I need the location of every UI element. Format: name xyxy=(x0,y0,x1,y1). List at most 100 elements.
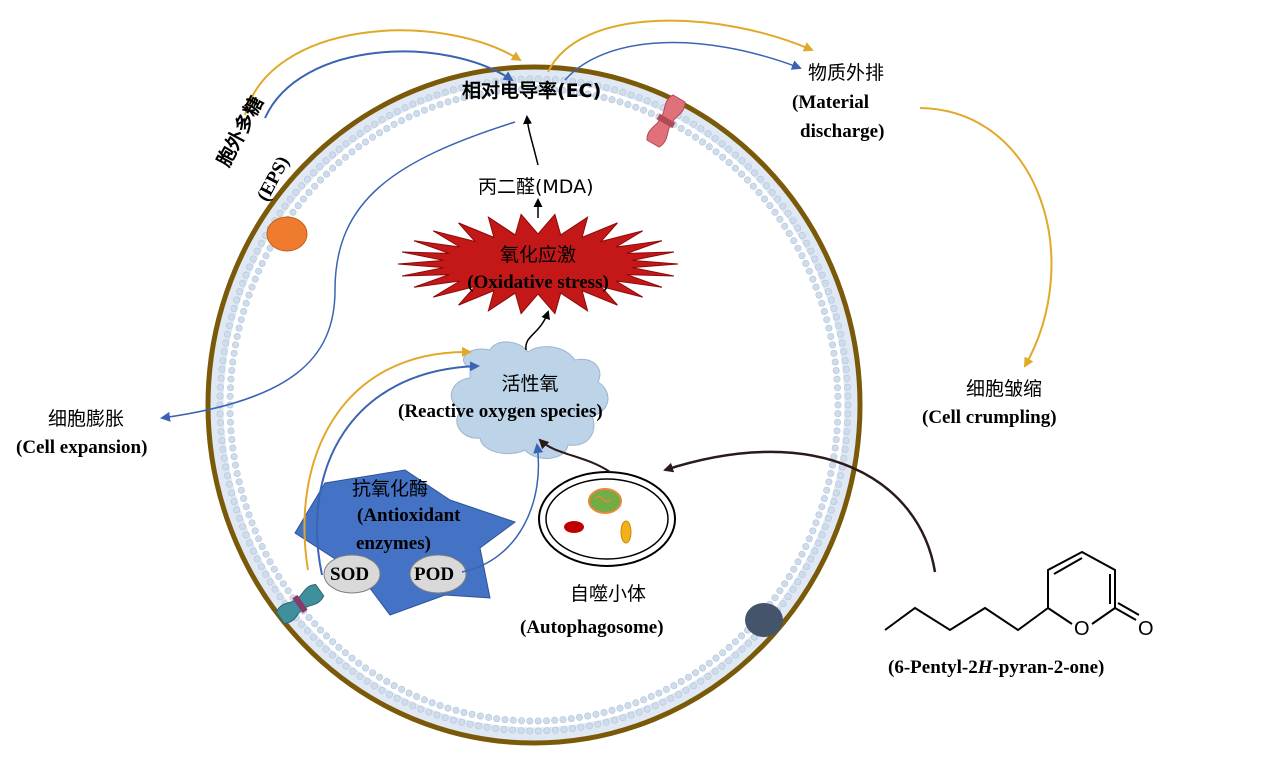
lipid-head xyxy=(398,117,406,125)
lipid-head xyxy=(843,428,851,436)
lipid-head xyxy=(376,129,384,137)
lipid-head xyxy=(691,669,699,677)
expansion-zh-label: 细胞膨胀 xyxy=(48,408,125,430)
eps-to-ec-gold-arrow xyxy=(244,29,522,116)
material-en-label-2: discharge) xyxy=(800,121,885,142)
lipid-head xyxy=(335,145,343,153)
lipid-head xyxy=(827,332,835,340)
lipid-head xyxy=(731,651,739,659)
lipid-head xyxy=(225,480,233,488)
lipid-head xyxy=(316,176,324,184)
antioxidant-zh-label: 抗氧化酶 xyxy=(352,478,429,500)
lipid-head xyxy=(830,497,838,505)
lipid-head xyxy=(731,638,739,646)
lipid-head xyxy=(433,91,441,99)
lipid-head xyxy=(811,547,819,555)
lipid-head xyxy=(303,627,311,635)
lipid-head xyxy=(476,712,484,720)
ec-to-material-blue-arrow xyxy=(564,41,802,81)
lipid-head xyxy=(771,594,779,602)
lipid-head xyxy=(632,699,640,707)
ros-cloud xyxy=(450,341,609,459)
lipid-head xyxy=(246,263,254,271)
lipid-head xyxy=(790,237,798,245)
lipid-head xyxy=(428,699,436,707)
lipid-head xyxy=(616,98,624,106)
ec-label: 相对电导率(EC) xyxy=(462,80,602,102)
lipid-head xyxy=(491,78,499,86)
lipid-head xyxy=(460,94,468,102)
oxidative-en-label: (Oxidative stress) xyxy=(467,272,609,293)
lipid-head xyxy=(289,208,297,216)
lipid-head xyxy=(420,696,428,704)
lipid-head xyxy=(807,247,815,255)
lipid-head xyxy=(257,239,265,247)
lipid-head xyxy=(655,689,663,697)
lipid-head xyxy=(575,713,583,721)
lipid-head xyxy=(309,169,317,177)
lipid-head xyxy=(624,701,632,709)
lipid-head xyxy=(731,164,739,172)
lipid-head xyxy=(776,587,784,595)
lipid-head xyxy=(567,715,575,723)
lipid-head xyxy=(468,92,476,100)
lipid-head xyxy=(725,159,733,167)
lipid-head xyxy=(271,585,279,593)
lipid-head xyxy=(409,702,417,710)
lipid-head xyxy=(743,176,751,184)
lipid-head xyxy=(363,125,371,133)
lipid-head xyxy=(812,283,820,291)
lipid-head xyxy=(627,711,635,719)
lipid-head xyxy=(835,480,843,488)
lipid-head xyxy=(526,717,534,725)
autophagosome-en-label: (Autophagosome) xyxy=(520,617,664,638)
lipid-head xyxy=(217,383,225,391)
lipid-head xyxy=(542,717,550,725)
lipid-head xyxy=(517,85,525,93)
lipid-head xyxy=(385,112,393,120)
lipid-head xyxy=(651,100,659,108)
lipid-head xyxy=(647,692,655,700)
lipid-head xyxy=(602,84,610,92)
lipid-head xyxy=(390,120,398,128)
lipid-head xyxy=(619,714,627,722)
lipid-head xyxy=(781,580,789,588)
lipid-head xyxy=(834,392,842,400)
lipid-head xyxy=(833,384,841,392)
lipid-head xyxy=(224,472,232,480)
lipid-head xyxy=(216,410,224,418)
lipid-head xyxy=(316,626,324,634)
lipid-head xyxy=(245,291,253,299)
lipid-head xyxy=(584,90,592,98)
lipid-head xyxy=(616,704,624,712)
lipid-head xyxy=(840,348,848,356)
lipid-head xyxy=(286,195,294,203)
membrane-pump-top-icon xyxy=(646,94,686,148)
lipid-head xyxy=(228,489,236,497)
lipid-head xyxy=(329,638,337,646)
lipid-head xyxy=(458,718,466,726)
lipid-head xyxy=(831,358,839,366)
lipid-head xyxy=(299,195,307,203)
lipid-head xyxy=(227,418,235,426)
lipid-head xyxy=(322,170,330,178)
lipid-head xyxy=(534,85,542,93)
lipid-head xyxy=(413,692,421,700)
lipid-head xyxy=(659,698,667,706)
material-zh-label: 物质外排 xyxy=(808,62,885,84)
lipid-head xyxy=(255,267,263,275)
lipid-head xyxy=(843,383,851,391)
lipid-head xyxy=(242,299,250,307)
pentylpyranone-structure-icon xyxy=(884,550,1140,632)
lipid-head xyxy=(390,682,398,690)
lipid-head xyxy=(560,725,568,733)
lipid-head xyxy=(452,96,460,104)
lipid-head xyxy=(627,91,635,99)
lipid-head xyxy=(298,620,306,628)
lipid-head xyxy=(228,313,236,321)
lipid-head xyxy=(844,410,852,418)
lipid-head xyxy=(785,572,793,580)
lipid-head xyxy=(239,279,247,287)
